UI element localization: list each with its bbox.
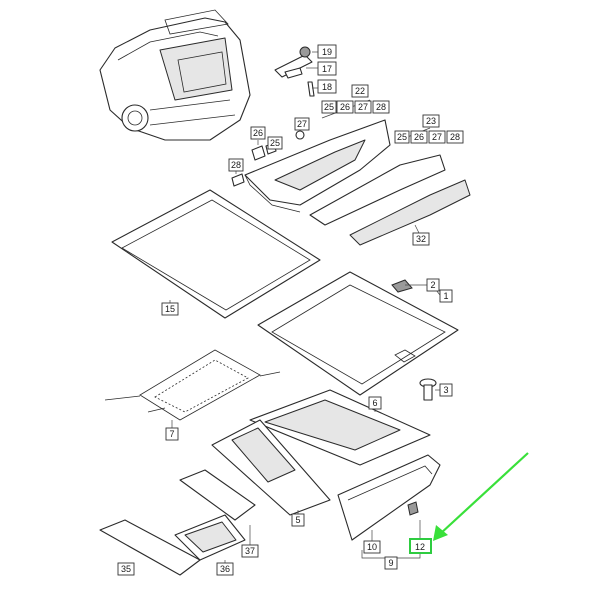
label-25a: 25 [324,102,334,112]
label-26a: 26 [340,102,350,112]
highlight-box [409,538,432,554]
label-9: 9 [388,558,393,568]
label-28a: 28 [376,102,386,112]
label-1: 1 [443,291,448,301]
floor-panel [249,389,431,466]
label-22: 22 [355,86,365,96]
label-35: 35 [121,564,131,574]
label-28c: 28 [231,160,241,170]
label-28b: 28 [450,132,460,142]
label-37: 37 [245,546,255,556]
label-18: 18 [322,82,332,92]
label-15: 15 [165,304,175,314]
label-10: 10 [367,542,377,552]
label-27c: 27 [297,119,307,129]
label-12: 12 [415,542,425,552]
pointer-arrow [433,452,529,541]
label-3: 3 [443,385,448,395]
label-2: 2 [430,280,435,290]
label-17: 17 [322,64,332,74]
label-26c: 26 [253,128,263,138]
storage-tray [211,419,331,516]
fastener [419,378,437,401]
car-illustration [99,9,251,141]
floor-mat [111,189,321,319]
sill-panel [337,454,441,541]
label-27a: 27 [358,102,368,112]
label-25c: 25 [270,138,280,148]
label-32: 32 [416,234,426,244]
label-5: 5 [295,515,300,525]
label-19: 19 [322,47,332,57]
label-26b: 26 [414,132,424,142]
hinge-parts [274,46,318,97]
label-27b: 27 [432,132,442,142]
label-23: 23 [426,116,436,126]
part-labels: 19 17 18 22 25 26 27 28 23 25 26 27 28 2… [117,44,464,576]
label-7: 7 [169,429,174,439]
label-6: 6 [372,398,377,408]
cargo-net [104,349,281,421]
parcel-shelf [244,119,391,213]
trim-panels [309,154,471,246]
label-25b: 25 [397,132,407,142]
label-36: 36 [220,564,230,574]
lower-trays [99,469,256,576]
floor-cover [257,271,459,396]
